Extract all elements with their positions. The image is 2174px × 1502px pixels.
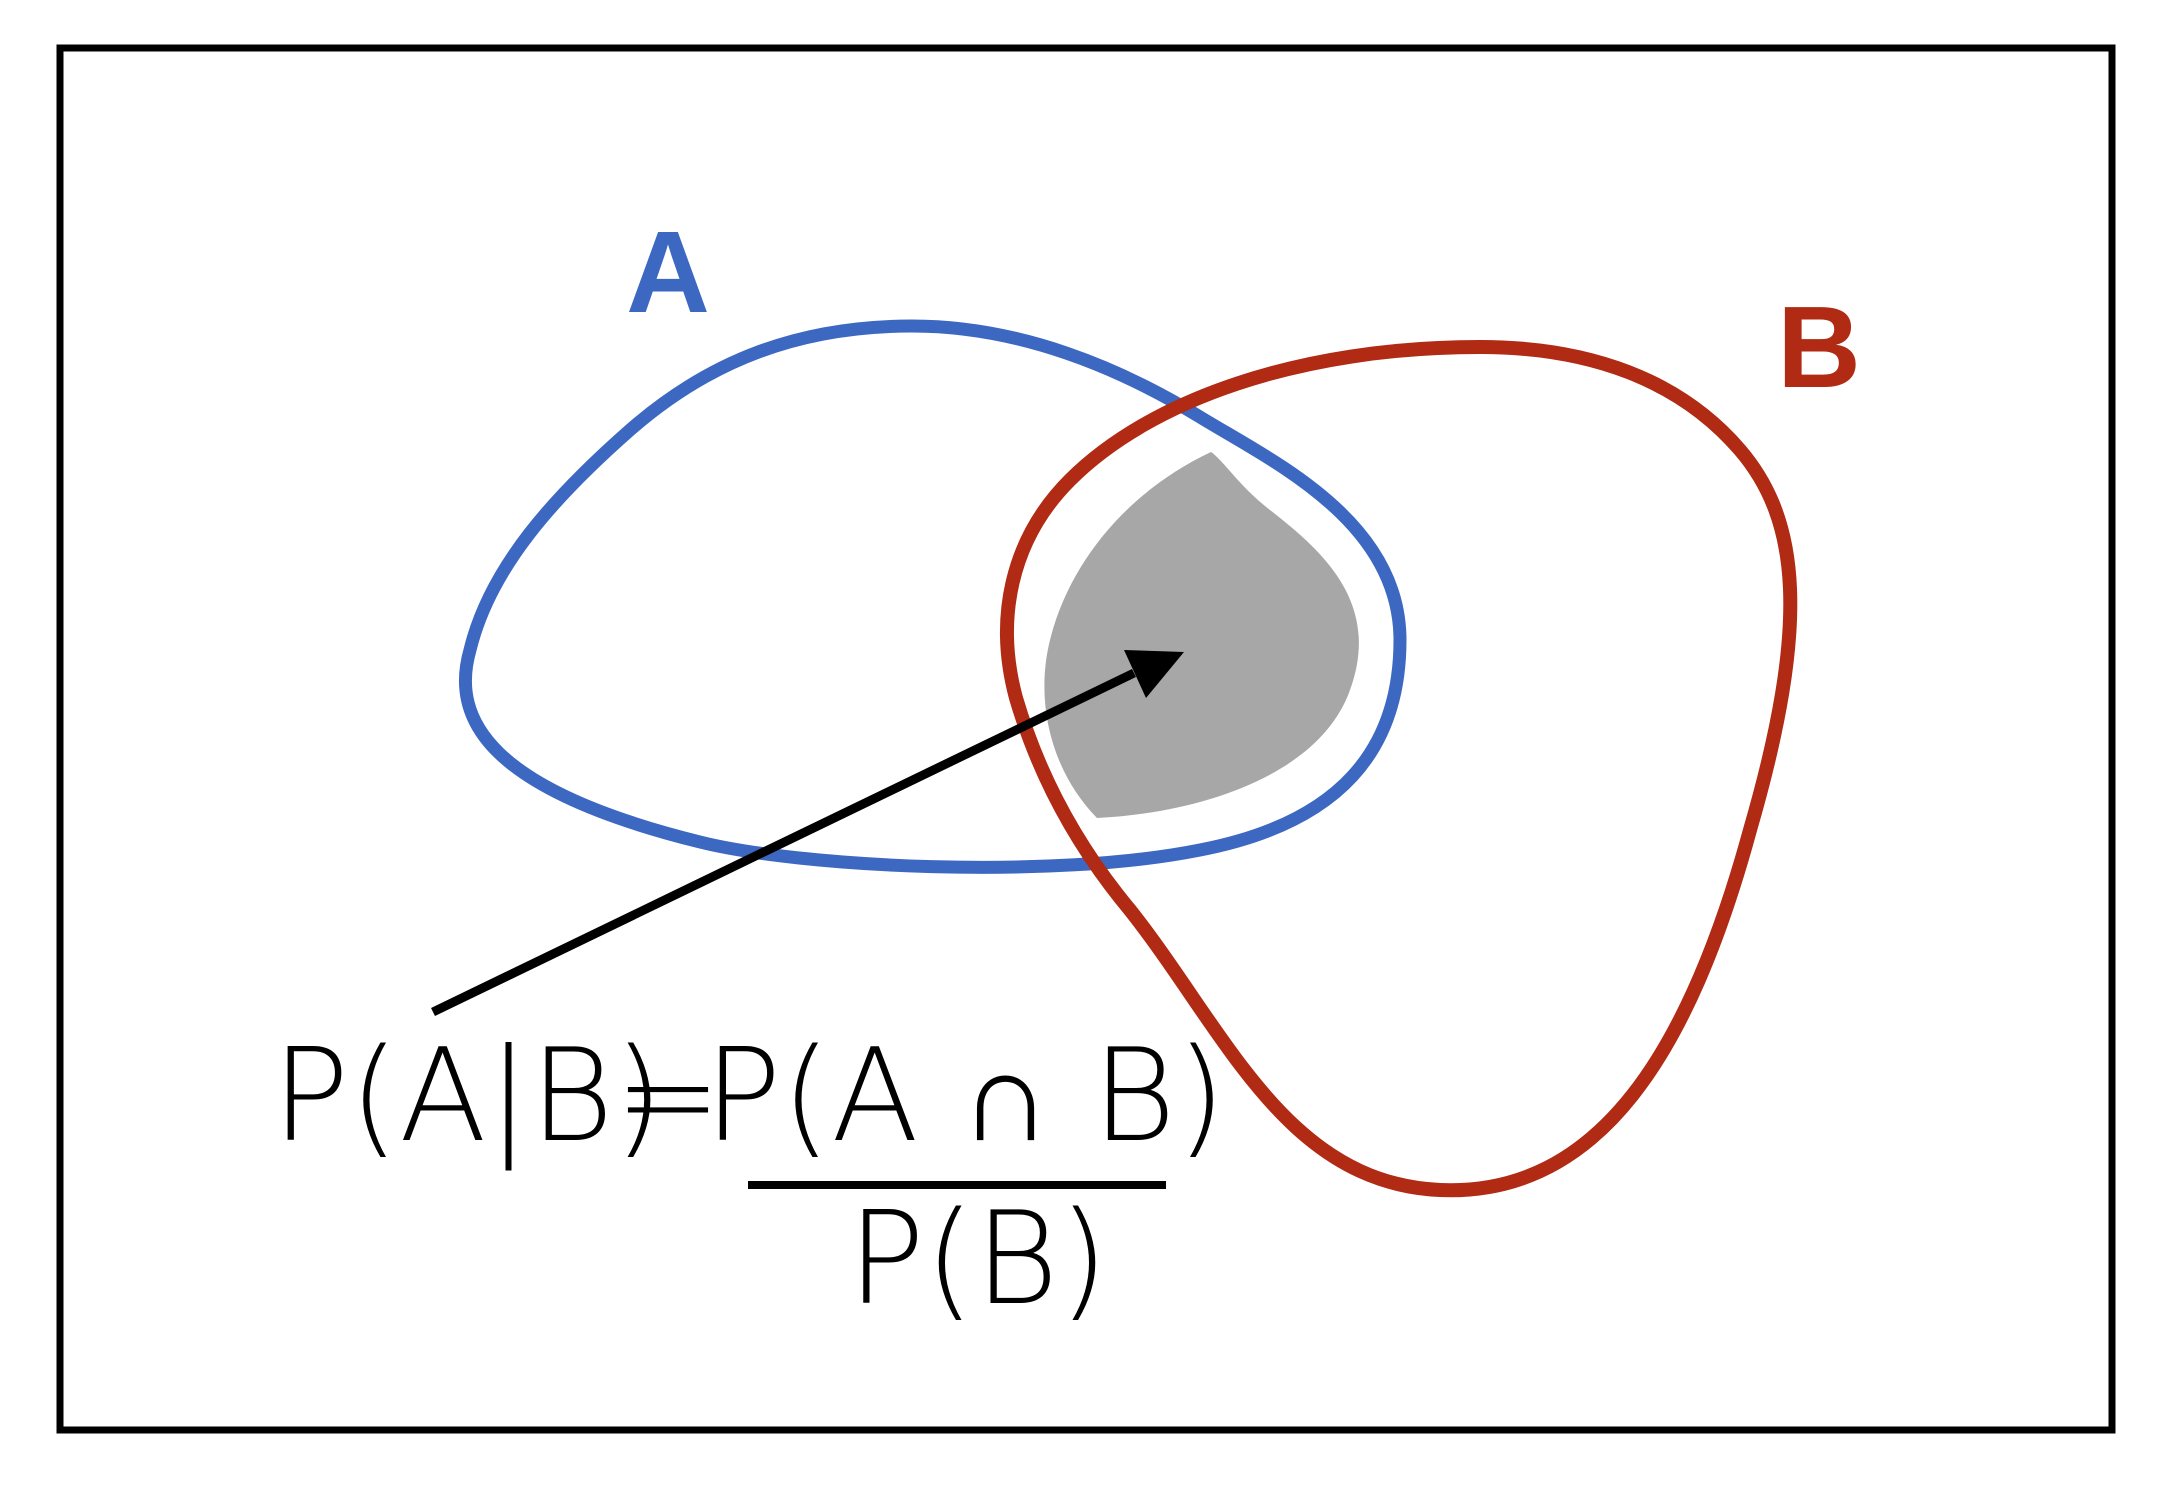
set-a-outline: [458, 319, 1407, 874]
intersection-region: [1044, 452, 1359, 818]
formula-equals: =: [614, 1022, 721, 1171]
formula-numerator: P(A ∩ B): [704, 1022, 1226, 1171]
formula-lhs: P(A|B): [272, 1022, 664, 1171]
set-b-label: B: [1777, 282, 1861, 412]
arrow-head: [1124, 650, 1184, 698]
set-a-label: A: [626, 207, 710, 337]
formula-denominator: P(B): [848, 1185, 1109, 1334]
sample-space-frame: [56, 44, 2116, 1434]
arrow-shaft: [431, 668, 1136, 1017]
set-b-outline: [1000, 339, 1798, 1198]
